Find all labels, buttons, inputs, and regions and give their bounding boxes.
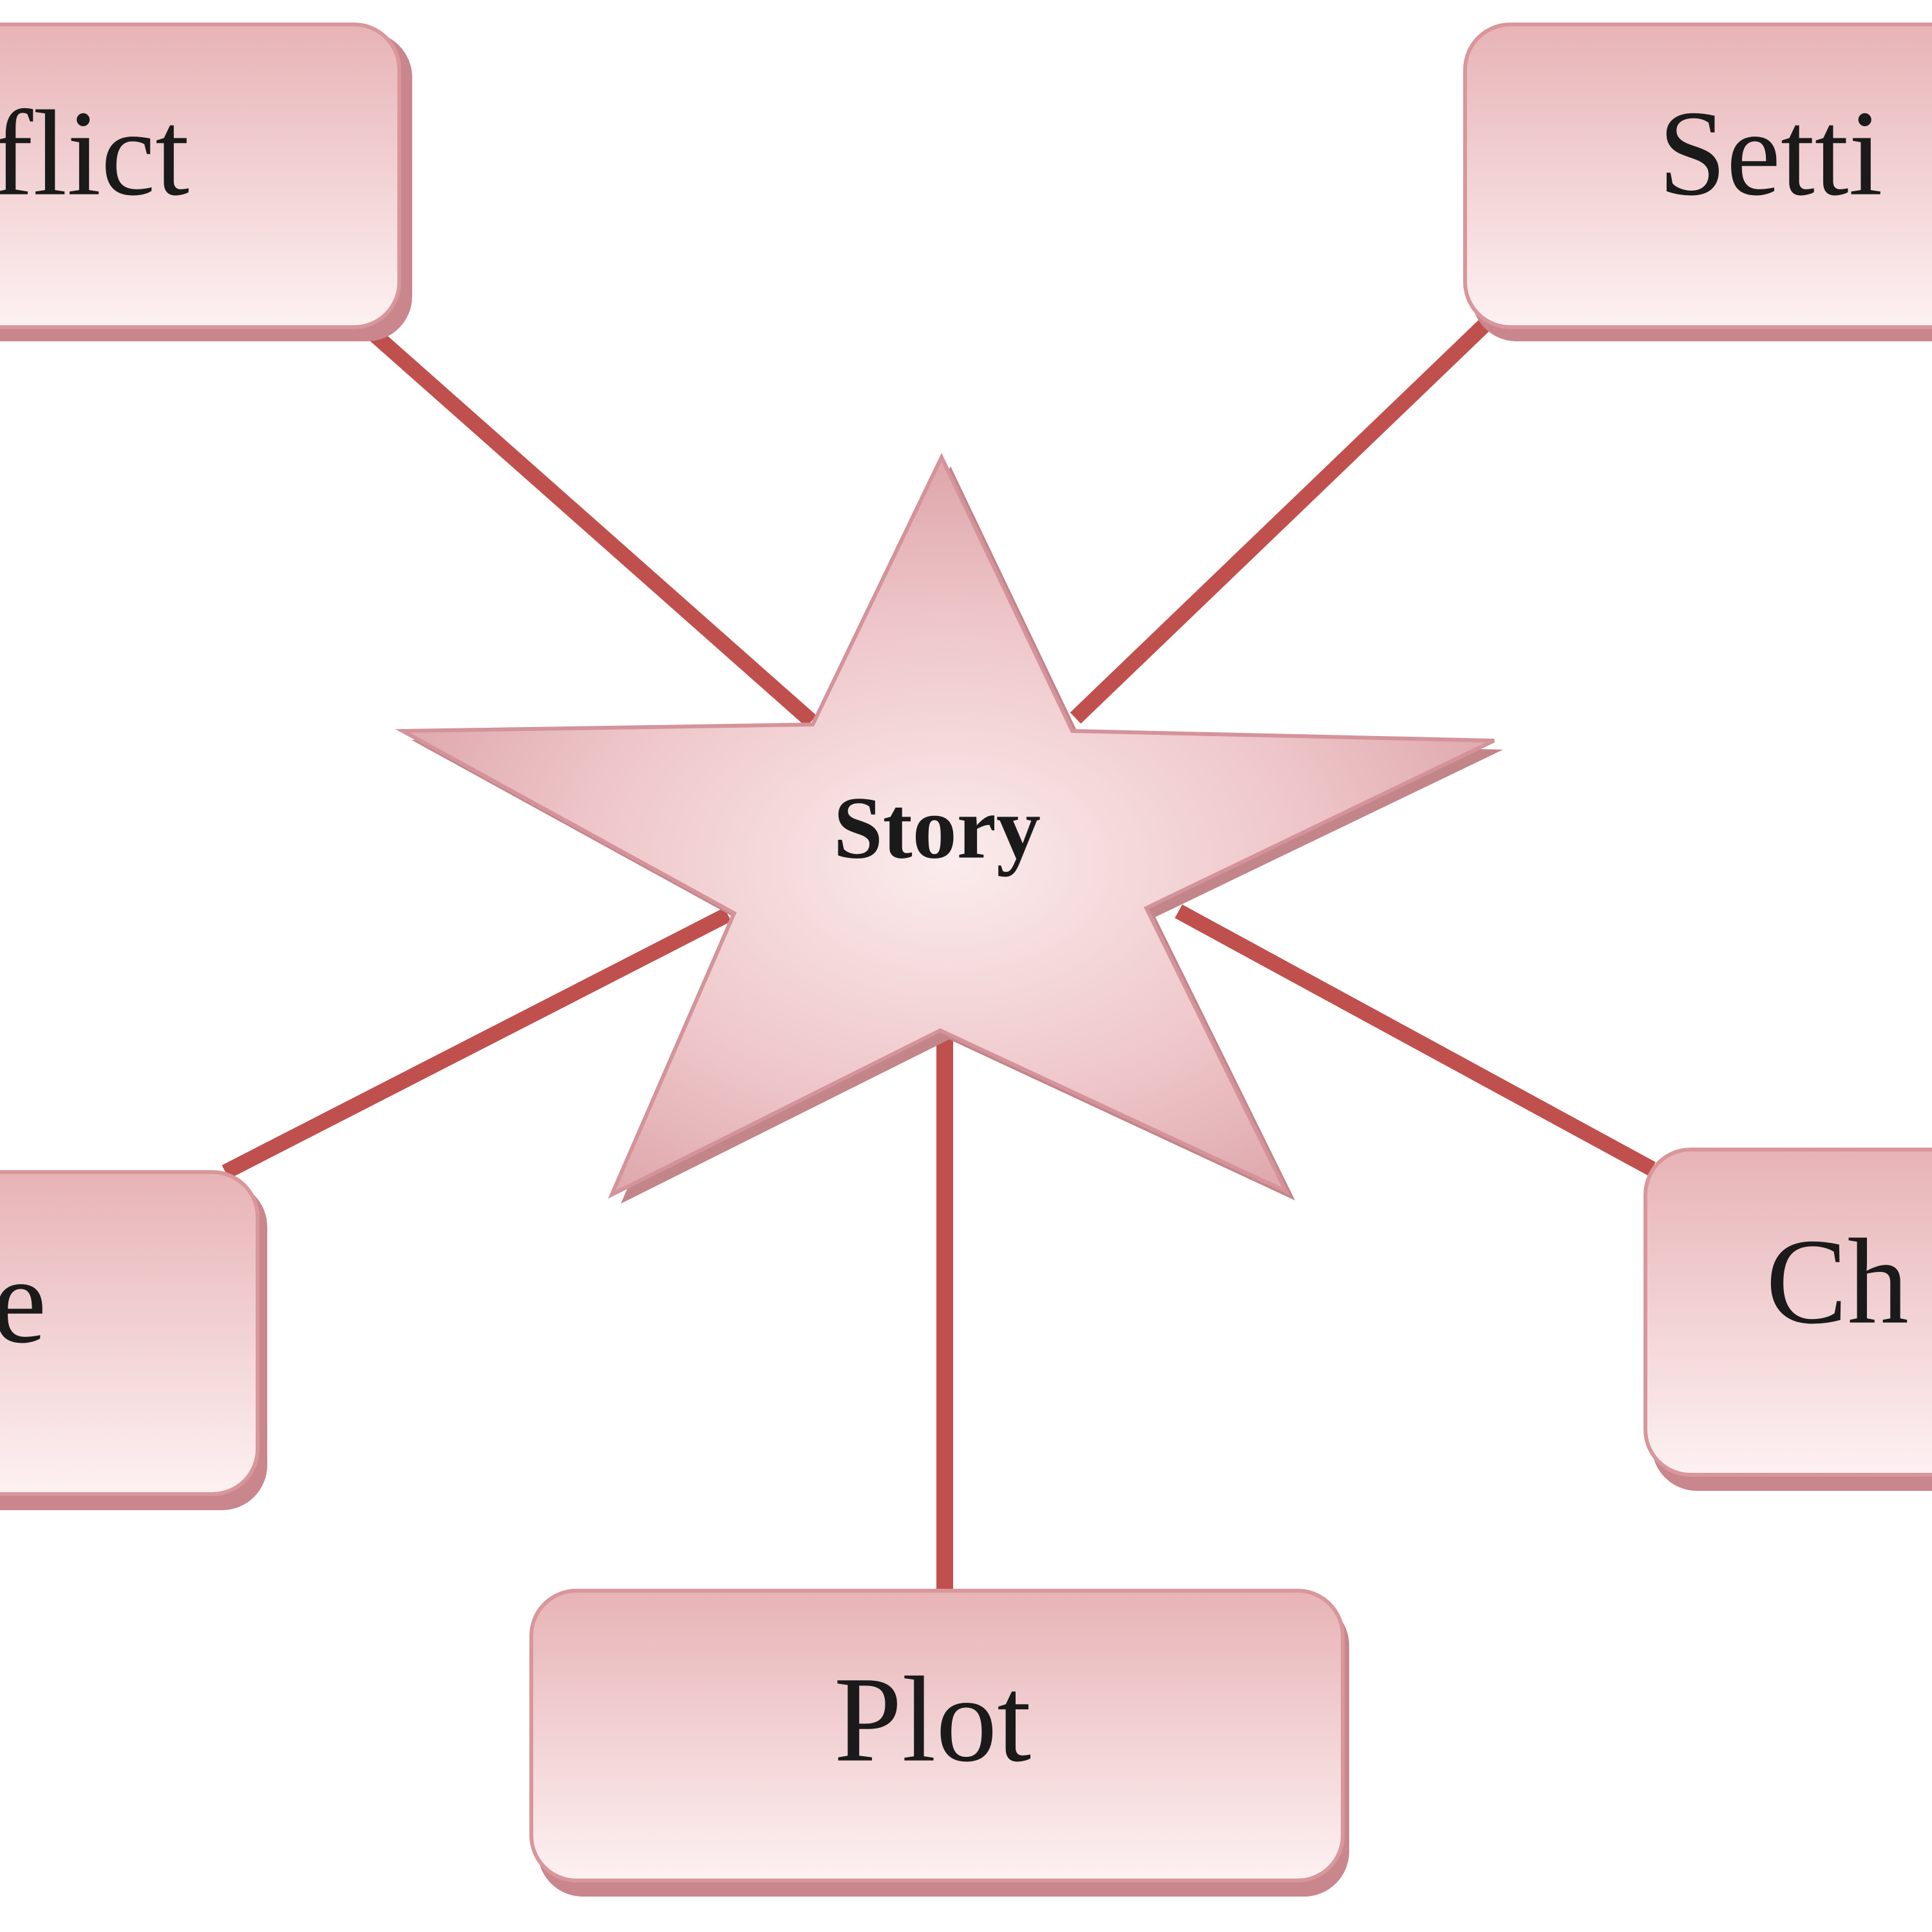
- center-star: Story: [395, 453, 1503, 1204]
- node-conflict: flict: [0, 23, 412, 341]
- node-setting-label: Setti: [1658, 86, 1882, 222]
- node-conflict-box: [0, 23, 401, 329]
- center-star-label: Story: [833, 779, 1041, 877]
- node-characters-label: Ch: [1766, 1215, 1909, 1350]
- node-plot: Plot: [529, 1589, 1349, 1897]
- node-plot-box: [529, 1589, 1345, 1882]
- connector-setting: [1070, 316, 1493, 724]
- node-theme-box: [0, 1170, 260, 1496]
- node-characters: Ch: [1643, 1148, 1932, 1491]
- center-star-shape: [395, 453, 1495, 1199]
- node-characters-box: [1643, 1148, 1932, 1477]
- node-setting-box: [1463, 23, 1932, 329]
- node-conflict-label: flict: [0, 86, 189, 222]
- node-theme: e: [0, 1170, 267, 1510]
- connector-characters: [1175, 904, 1656, 1176]
- connector-conflict: [359, 319, 817, 727]
- node-theme-label: e: [0, 1234, 46, 1369]
- node-setting: Setti: [1463, 23, 1932, 341]
- connector-theme: [222, 907, 732, 1179]
- node-plot-label: Plot: [834, 1653, 1031, 1788]
